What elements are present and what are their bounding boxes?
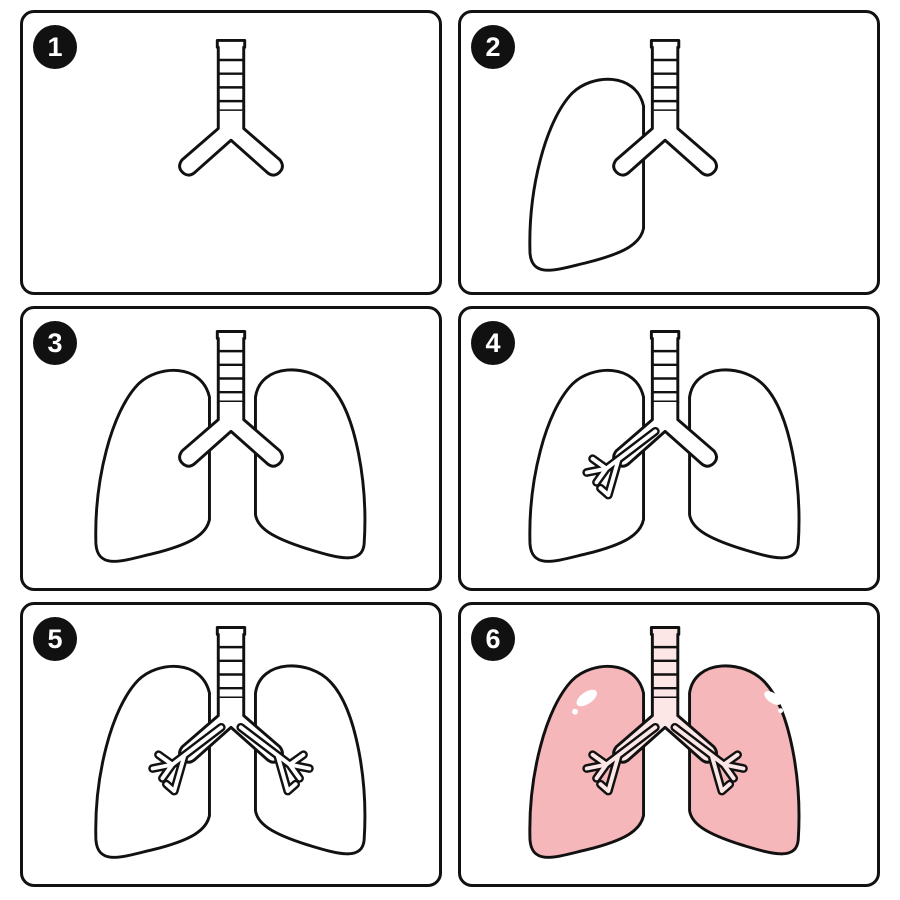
step-number-badge: 4 [471,321,515,365]
step-panel-5: 5 [20,602,442,887]
bronchi-shape [178,109,284,177]
step-panel-4: 4 [458,306,880,591]
left-lung-highlight [764,691,782,705]
right-lung-highlight [576,689,597,707]
trachea-shape [215,330,247,404]
step-3-drawing [94,330,367,563]
step-number-badge: 1 [33,25,77,69]
step-panel-2: 2 [458,10,880,295]
step-5-drawing [94,626,367,859]
step-number-badge: 6 [471,617,515,661]
step-panel-3: 3 [20,306,442,591]
step-1-drawing [178,38,284,177]
trachea-shape [215,38,247,113]
step-2-drawing [528,38,719,272]
step-4-drawing [528,330,801,563]
trachea-shape [649,330,681,404]
trachea-shape [649,38,681,113]
trachea-shape [215,626,247,700]
step-number-badge: 5 [33,617,77,661]
left-lung-highlight-dot [778,708,784,714]
right-lung-highlight-dot [572,708,578,715]
step-number-badge: 3 [33,321,77,365]
step-6-drawing [528,626,801,859]
step-panel-6: 6 [458,602,880,887]
trachea-shape [649,626,681,700]
step-number-badge: 2 [471,25,515,69]
step-panel-1: 1 [20,10,442,295]
